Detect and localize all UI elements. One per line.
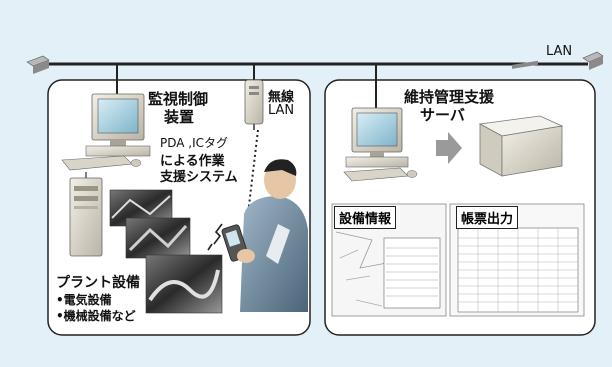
pda-caption-line1: PDA ,ICタグ [160,136,229,150]
monitor-computer-icon [61,93,151,171]
monitor-title-line2: 装置 [164,108,195,126]
monitor-title-line1: 監視制御 [148,90,209,108]
server-title-line1: 維持管理支援 [404,88,495,106]
wireless-ap-icon [244,79,264,130]
wireless-title-line2: LAN [268,103,295,118]
report-output-label: 帳票出力 [456,206,519,229]
tower-pc-icon [69,172,103,257]
plant-title: プラント設備 [56,275,140,291]
lan-drops [116,64,377,112]
pda-caption-line3: 支援システム [160,170,238,185]
pda-caption-line2: による作業 [160,154,225,169]
wireless-title-line1: 無線 [268,90,295,105]
plant-item-electrical: •電気設備 [56,293,112,307]
plant-item-mechanical: •機械設備など [56,309,136,323]
lan-line [26,51,604,74]
wireless-link [247,129,259,215]
equipment-info-label: 設備情報 [334,206,397,229]
printer-icon [478,60,564,177]
plant-photos [109,189,223,314]
server-computer-icon [343,107,418,182]
worker-with-pda-icon [207,159,308,312]
server-title-line2: サーバ [420,106,465,124]
output-arrow-icon [436,132,462,164]
lan-label: LAN [546,44,573,59]
